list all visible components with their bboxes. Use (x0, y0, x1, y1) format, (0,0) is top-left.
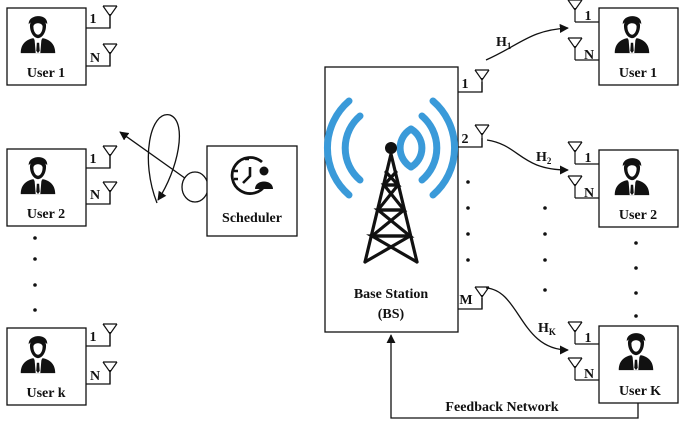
user-label: User 2 (27, 207, 65, 222)
antenna-icon (102, 145, 118, 169)
antenna-icon (102, 181, 118, 205)
clock-person-icon (230, 156, 273, 195)
antenna-label: N (90, 369, 100, 384)
channel-hk: HK (485, 287, 569, 355)
channel-label: H2 (536, 150, 552, 166)
user-label: User 1 (619, 66, 657, 81)
antenna-label: 1 (585, 151, 592, 166)
antenna-icon (567, 37, 583, 61)
antenna-label: N (584, 186, 594, 201)
feedback-arrow (386, 334, 639, 419)
bs-antenna-label: 2 (462, 132, 469, 147)
rotation-arrow-line (119, 131, 197, 187)
channel-h1: H1 (485, 23, 569, 61)
antenna-label: 1 (585, 9, 592, 24)
channel-arrow (485, 23, 569, 61)
scheduler-label: Scheduler (222, 211, 282, 226)
base-station-label: Base Station (354, 287, 429, 302)
user-label: User k (26, 386, 65, 401)
antenna-icon (567, 321, 583, 345)
user-label: User 2 (619, 208, 657, 223)
antenna-label: 1 (90, 152, 97, 167)
user-label: User K (619, 384, 661, 399)
scheduler-block: Scheduler (119, 114, 298, 237)
right-user-k: User K 1 N (567, 321, 679, 404)
left-user-1: User 1 1 N (6, 5, 118, 86)
antenna-label: N (584, 367, 594, 382)
antenna-icon (102, 323, 118, 347)
radio-tower-icon (363, 142, 419, 264)
signal-waves (324, 97, 458, 199)
antenna-icon (102, 5, 118, 29)
user-label: User 1 (27, 66, 65, 81)
feedback-label: Feedback Network (445, 400, 558, 415)
base-station-sublabel: (BS) (378, 307, 405, 322)
antenna-icon (567, 357, 583, 381)
antenna-icon (567, 175, 583, 199)
scheduler-box (206, 145, 298, 237)
antenna-icon (474, 69, 490, 93)
channel-arrow (486, 139, 569, 175)
antenna-icon (474, 124, 490, 148)
antenna-icon (567, 141, 583, 165)
antenna-label: N (90, 51, 100, 66)
bs-antenna-ellipsis (466, 180, 470, 262)
left-user-ellipsis (33, 236, 37, 312)
channel-label: HK (538, 321, 556, 337)
antenna-icon (567, 0, 583, 23)
left-user-k: User k 1 N (6, 323, 118, 406)
rotation-loop (147, 114, 181, 204)
scheduler-pivot (181, 171, 209, 203)
antenna-icon (102, 43, 118, 67)
antenna-label: N (584, 48, 594, 63)
antenna-label: 1 (90, 330, 97, 345)
right-user-2: User 2 1 N (567, 141, 679, 228)
channel-h2: H2 (486, 139, 569, 175)
channel-label: H1 (496, 35, 512, 51)
antenna-label: 1 (90, 12, 97, 27)
left-user-2: User 2 1 N (6, 145, 118, 227)
bs-antenna-label: 1 (462, 77, 469, 92)
base-station-box (324, 66, 459, 333)
channel-arrow (485, 287, 569, 355)
right-user-1: User 1 1 N (567, 0, 679, 86)
antenna-icon (102, 361, 118, 385)
antenna-label: N (90, 188, 100, 203)
feedback-network: Feedback Network (386, 334, 639, 419)
bs-antenna-label: M (459, 293, 472, 308)
right-user-ellipsis (543, 206, 638, 318)
antenna-icon (474, 286, 490, 310)
antenna-label: 1 (585, 331, 592, 346)
base-station: Base Station (BS) 1 2 M (324, 66, 490, 333)
